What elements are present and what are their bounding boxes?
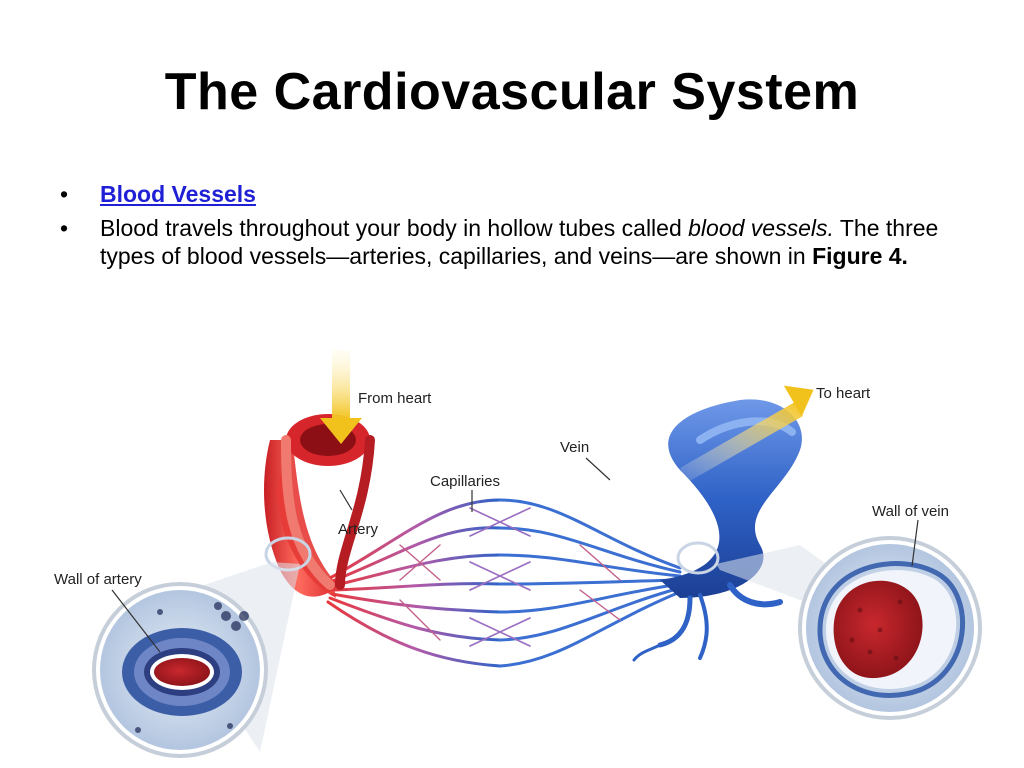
bullet-dot-icon: • xyxy=(60,181,69,207)
bullet-list: • Blood Vessels • Blood travels througho… xyxy=(60,180,960,276)
bullet-dot-icon: • xyxy=(60,215,69,241)
capillary-network xyxy=(326,498,682,668)
to-heart-arrow-icon xyxy=(680,385,814,482)
vein-label: Vein xyxy=(560,439,589,456)
artery-vessel xyxy=(264,414,375,598)
artery-wall-inset xyxy=(92,582,268,758)
bullet-item-link: • Blood Vessels xyxy=(60,180,960,208)
blood-vessels-link[interactable]: Blood Vessels xyxy=(100,181,256,207)
vein-leader-line xyxy=(585,457,611,481)
description-text-middle: The three types of blood vessels—arterie… xyxy=(100,215,939,269)
vein-ring-marker xyxy=(676,541,720,575)
from-heart-arrow-icon xyxy=(320,350,362,444)
artery-leader-line xyxy=(339,489,353,511)
wall-of-vein-leader-line xyxy=(911,519,919,567)
from-heart-label: From heart xyxy=(358,390,432,407)
wall-of-artery-label: Wall of artery xyxy=(54,571,142,588)
artery-label: Artery xyxy=(338,521,379,538)
wall-of-vein-label: Wall of vein xyxy=(872,503,949,520)
slide-title: The Cardiovascular System xyxy=(164,63,860,121)
bullet-item-description: • Blood travels throughout your body in … xyxy=(60,214,960,270)
vein-wall-inset xyxy=(798,536,982,720)
wall-of-artery-leader-line xyxy=(111,589,161,653)
to-heart-label: To heart xyxy=(816,385,871,402)
figure-reference: Figure 4. xyxy=(812,243,908,269)
blood-vessel-diagram: From heart To heart Vein Capillaries Art… xyxy=(54,350,982,758)
capillaries-label: Capillaries xyxy=(430,473,500,490)
description-italic: blood vessels. xyxy=(688,215,834,241)
description-text: Blood travels throughout your body in ho… xyxy=(100,215,689,241)
vein-vessel xyxy=(632,399,802,662)
